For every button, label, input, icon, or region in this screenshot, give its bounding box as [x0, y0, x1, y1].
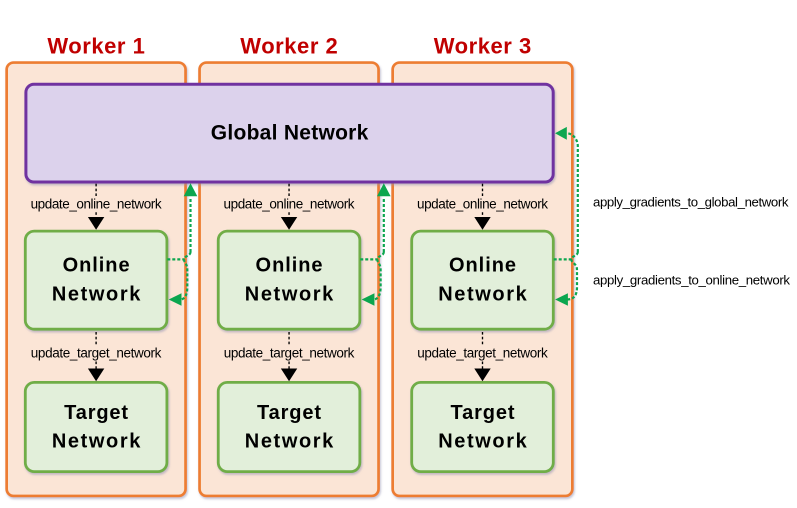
- svg-text:update_online_network: update_online_network: [31, 197, 162, 212]
- svg-text:update_online_network: update_online_network: [224, 197, 355, 212]
- svg-text:Network: Network: [245, 284, 334, 306]
- svg-text:Global Network: Global Network: [211, 121, 369, 144]
- svg-text:Network: Network: [438, 284, 527, 306]
- svg-text:Network: Network: [438, 431, 527, 453]
- svg-text:update_target_network: update_target_network: [224, 345, 355, 360]
- svg-text:Online: Online: [449, 255, 516, 277]
- svg-text:Network: Network: [245, 431, 334, 453]
- svg-text:Worker 2: Worker 2: [240, 33, 338, 58]
- svg-text:update_target_network: update_target_network: [417, 345, 548, 360]
- svg-text:Worker 3: Worker 3: [434, 33, 532, 58]
- svg-text:Target: Target: [257, 402, 321, 424]
- svg-text:Network: Network: [52, 284, 141, 306]
- svg-text:Online: Online: [256, 255, 323, 277]
- svg-text:update_target_network: update_target_network: [31, 345, 162, 360]
- svg-text:update_online_network: update_online_network: [417, 197, 548, 212]
- svg-text:Target: Target: [451, 402, 515, 424]
- svg-text:Online: Online: [63, 255, 130, 277]
- svg-text:Worker 1: Worker 1: [47, 33, 145, 58]
- svg-text:apply_gradients_to_global_netw: apply_gradients_to_global_network: [593, 195, 789, 210]
- svg-text:Target: Target: [64, 402, 128, 424]
- svg-text:Network: Network: [52, 431, 141, 453]
- svg-text:apply_gradients_to_online_netw: apply_gradients_to_online_network: [593, 273, 790, 288]
